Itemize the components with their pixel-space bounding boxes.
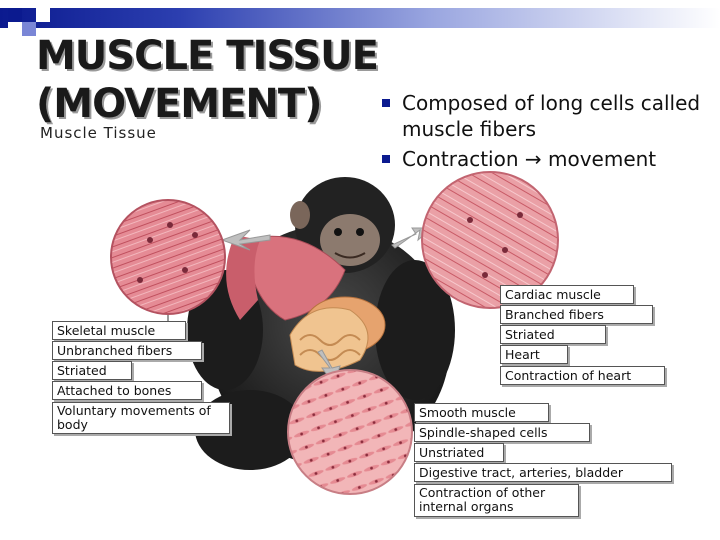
cardiac-label: Cardiac muscle: [500, 285, 634, 304]
smooth-muscle-sample: [287, 369, 413, 495]
cardiac-label: Striated: [500, 325, 606, 344]
corner-square-decoration: [8, 8, 22, 22]
smooth-label: Contraction of other internal organs: [414, 484, 579, 517]
cardiac-label: Branched fibers: [500, 305, 653, 324]
smooth-label: Smooth muscle: [414, 403, 549, 422]
bullet-text: Contraction → movement: [402, 147, 657, 171]
skeletal-label: Voluntary movements of body: [52, 402, 230, 434]
bullet-text: Composed of long cells called muscle fib…: [402, 91, 701, 141]
image-heading: Muscle Tissue: [40, 124, 157, 142]
cardiac-label: Heart: [500, 345, 568, 364]
skeletal-label: Striated: [52, 361, 132, 380]
cardiac-label: Contraction of heart: [500, 366, 665, 385]
bullet-square-icon: [382, 99, 390, 107]
skeletal-label: Attached to bones: [52, 381, 202, 400]
corner-square-decoration: [22, 22, 36, 36]
slide-title-line-2: (MOVEMENT): [36, 81, 322, 127]
bullet-list: Composed of long cells called muscle fib…: [382, 90, 718, 176]
corner-square-decoration: [36, 8, 50, 22]
corner-square-decoration: [8, 22, 22, 36]
slide-title: MUSCLE TISSUE (MOVEMENT): [36, 32, 379, 128]
digestive-organs: [289, 296, 386, 372]
arm-muscle: [226, 235, 260, 320]
slide-title-line-1: MUSCLE TISSUE: [36, 33, 379, 79]
bullet-square-icon: [382, 155, 390, 163]
smooth-label: Unstriated: [414, 443, 504, 462]
chest-muscle: [244, 235, 346, 321]
skeletal-label: Skeletal muscle: [52, 321, 186, 340]
title-bar-decoration: [0, 8, 720, 28]
bullet-item: Composed of long cells called muscle fib…: [382, 90, 718, 142]
smooth-label: Spindle-shaped cells: [414, 423, 590, 442]
skeletal-muscle-sample: [110, 199, 226, 315]
bullet-item: Contraction → movement: [382, 146, 718, 172]
cardiac-muscle-sample: [421, 171, 559, 309]
skeletal-label: Unbranched fibers: [52, 341, 202, 360]
smooth-label: Digestive tract, arteries, bladder: [414, 463, 672, 482]
